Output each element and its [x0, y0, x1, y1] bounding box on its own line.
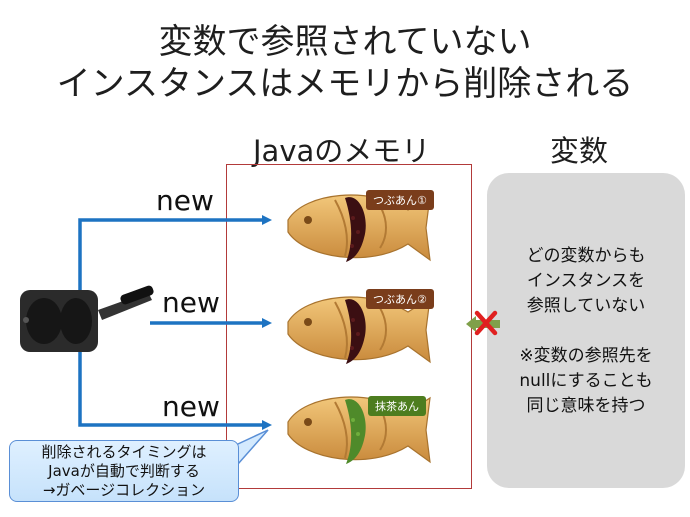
variable-text-line-2: インスタンスを	[526, 271, 646, 291]
title-line-1: 変数で参照されていない	[158, 22, 532, 62]
instance-tag-1: つぶあん①	[366, 190, 434, 210]
callout-line-1: 削除されるタイミングは	[41, 443, 207, 461]
variable-heading: 変数	[550, 134, 609, 168]
variable-text-line-1: どの変数からも	[526, 246, 646, 266]
taiyaki-2-icon	[287, 296, 431, 364]
taiyaki-pan-icon	[20, 285, 154, 352]
new-label-2: new	[162, 286, 220, 319]
variable-text-line-5: nullにすることも	[519, 371, 653, 391]
callout-line-3: →ガベージコレクション	[42, 481, 206, 499]
new-label-3: new	[162, 390, 220, 423]
callout-line-2: Javaが自動で判断する	[48, 462, 200, 480]
memory-heading: Javaのメモリ	[253, 134, 431, 168]
gc-callout: 削除されるタイミングは Javaが自動で判断する →ガベージコレクション	[9, 440, 239, 502]
instance-tag-3: 抹茶あん	[368, 396, 426, 416]
new-arrows	[78, 215, 272, 430]
variable-box	[487, 173, 685, 488]
new-arrow-3	[78, 345, 272, 430]
variable-box-text: どの変数からも インスタンスを 参照していない ※変数の参照先を nullにする…	[487, 244, 685, 419]
no-reference-cross-icon	[474, 310, 498, 336]
variable-text-line-3: 参照していない	[526, 296, 646, 316]
taiyaki-1-icon	[287, 194, 431, 262]
variable-text-line-6: 同じ意味を持つ	[526, 396, 646, 416]
variable-text-line-4: ※変数の参照先を	[519, 346, 653, 366]
new-label-1: new	[156, 184, 214, 217]
title-line-2: インスタンスはメモリから削除される	[56, 64, 634, 104]
new-arrow-1	[78, 215, 272, 300]
instance-tag-2: つぶあん②	[366, 289, 434, 309]
